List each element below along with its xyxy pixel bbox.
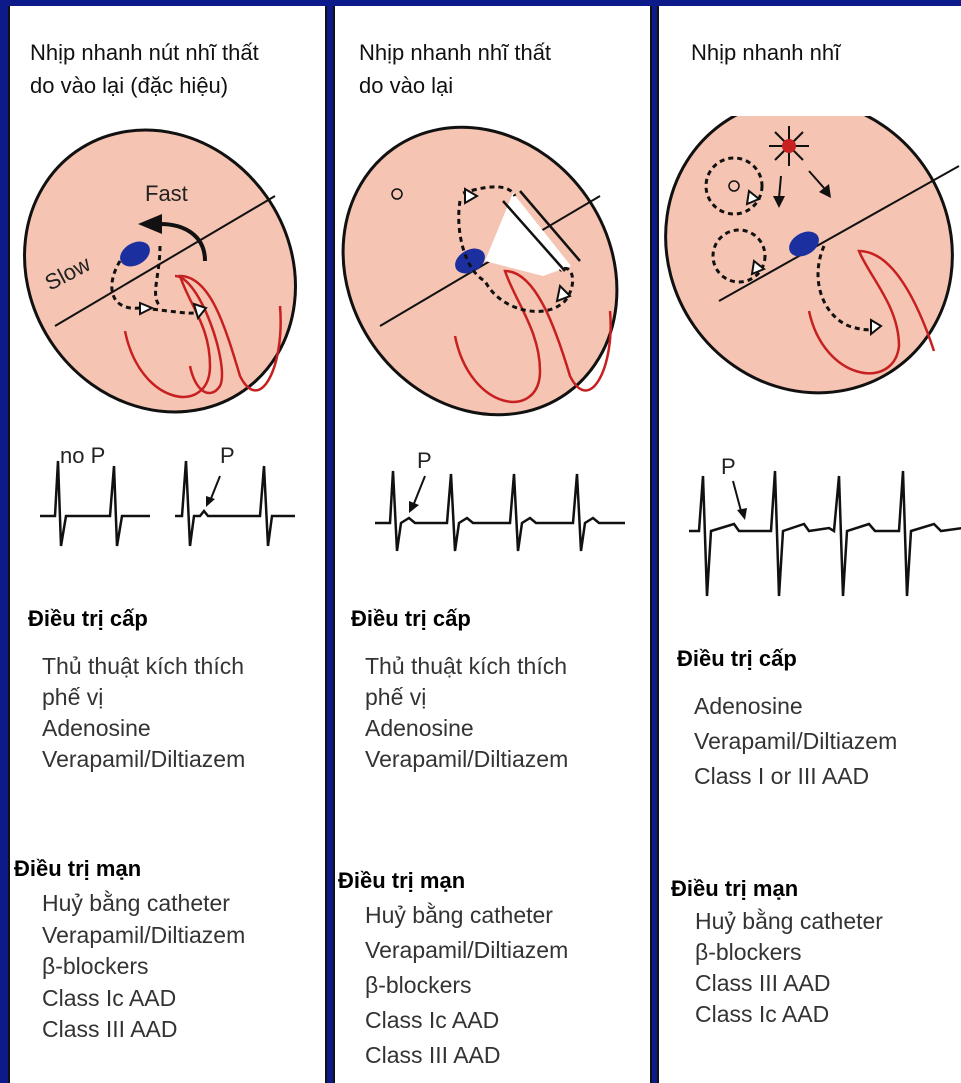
title-line: do vào lại (359, 69, 551, 102)
acute-treatment-heading: Điều trị cấp (677, 646, 797, 672)
list-item: Class Ic AAD (42, 983, 245, 1015)
p-wave-arrow (733, 481, 741, 511)
chronic-treatment-list: Huỷ bằng catheter Verapamil/Diltiazem β-… (365, 898, 568, 1073)
list-item: phế vị (42, 682, 245, 713)
title-line: do vào lại (đặc hiệu) (30, 69, 259, 102)
list-item: phế vị (365, 682, 568, 713)
p-wave-arrow (413, 476, 425, 506)
arrow-head (206, 496, 215, 507)
panel-title: Nhịp nhanh nút nhĩ thất do vào lại (đặc … (30, 36, 259, 102)
list-item: Class III AAD (695, 968, 883, 999)
list-item: Verapamil/Diltiazem (42, 744, 245, 775)
chronic-treatment-heading: Điều trị mạn (14, 856, 141, 882)
panel-avrt: Nhịp nhanh nhĩ thất do vào lại P Điều tr… (333, 6, 652, 1083)
ecg-strip: P (659, 436, 961, 616)
list-item: Verapamil/Diltiazem (365, 933, 568, 968)
list-item: β-blockers (695, 937, 883, 968)
panel-atrial-tachycardia: Nhịp nhanh nhĩ P Điều trị cấp Adenosi (657, 6, 961, 1083)
acute-treatment-list: Thủ thuật kích thích phế vị Adenosine Ve… (42, 651, 245, 775)
list-item: Verapamil/Diltiazem (694, 724, 897, 759)
list-item: Class Ic AAD (695, 999, 883, 1030)
heart-diagram: Fast Slow (10, 126, 327, 426)
list-item: Adenosine (694, 689, 897, 724)
heart-outline (335, 121, 652, 431)
list-item: Thủ thuật kích thích (42, 651, 245, 682)
ecg-trace-p (175, 461, 295, 546)
p-label: P (417, 448, 432, 473)
no-p-label: no P (60, 443, 105, 468)
acute-treatment-heading: Điều trị cấp (351, 606, 471, 632)
p-label: P (721, 454, 736, 479)
panel-avnrt: Nhịp nhanh nút nhĩ thất do vào lại (đặc … (8, 6, 327, 1083)
title-line: Nhịp nhanh nhĩ thất (359, 36, 551, 69)
acute-treatment-list: Adenosine Verapamil/Diltiazem Class I or… (694, 689, 897, 794)
chronic-treatment-heading: Điều trị mạn (671, 876, 798, 902)
list-item: Adenosine (42, 713, 245, 744)
ecg-strip: no P P (10, 431, 327, 591)
panel-title: Nhịp nhanh nhĩ thất do vào lại (359, 36, 551, 102)
ecg-strip: P (335, 436, 652, 596)
list-item: β-blockers (365, 968, 568, 1003)
panel-title: Nhịp nhanh nhĩ (691, 36, 840, 69)
list-item: Verapamil/Diltiazem (42, 920, 245, 952)
ecg-trace (689, 471, 961, 596)
list-item: Class Ic AAD (365, 1003, 568, 1038)
acute-treatment-heading: Điều trị cấp (28, 606, 148, 632)
list-item: Class III AAD (42, 1014, 245, 1046)
list-item: Thủ thuật kích thích (365, 651, 568, 682)
list-item: β-blockers (42, 951, 245, 983)
chronic-treatment-list: Huỷ bằng catheter Verapamil/Diltiazem β-… (42, 888, 245, 1046)
list-item: Verapamil/Diltiazem (365, 744, 568, 775)
list-item: Huỷ bằng catheter (695, 906, 883, 937)
list-item: Huỷ bằng catheter (42, 888, 245, 920)
list-item: Huỷ bằng catheter (365, 898, 568, 933)
p-label: P (220, 443, 235, 468)
title-line: Nhịp nhanh nút nhĩ thất (30, 36, 259, 69)
heart-diagram (335, 121, 652, 431)
acute-treatment-list: Thủ thuật kích thích phế vị Adenosine Ve… (365, 651, 568, 775)
list-item: Class I or III AAD (694, 759, 897, 794)
arrow-head (737, 508, 747, 520)
title-line: Nhịp nhanh nhĩ (691, 36, 840, 69)
list-item: Class III AAD (365, 1038, 568, 1073)
ecg-trace-no-p (40, 461, 150, 546)
fast-label: Fast (145, 181, 188, 206)
heart-outline (659, 116, 961, 416)
chronic-treatment-list: Huỷ bằng catheter β-blockers Class III A… (695, 906, 883, 1030)
p-wave-arrow (210, 476, 220, 501)
ectopic-focus-icon (769, 126, 809, 166)
list-item: Adenosine (365, 713, 568, 744)
heart-diagram (659, 116, 961, 416)
ecg-trace (375, 471, 625, 551)
chronic-treatment-heading: Điều trị mạn (338, 868, 465, 894)
